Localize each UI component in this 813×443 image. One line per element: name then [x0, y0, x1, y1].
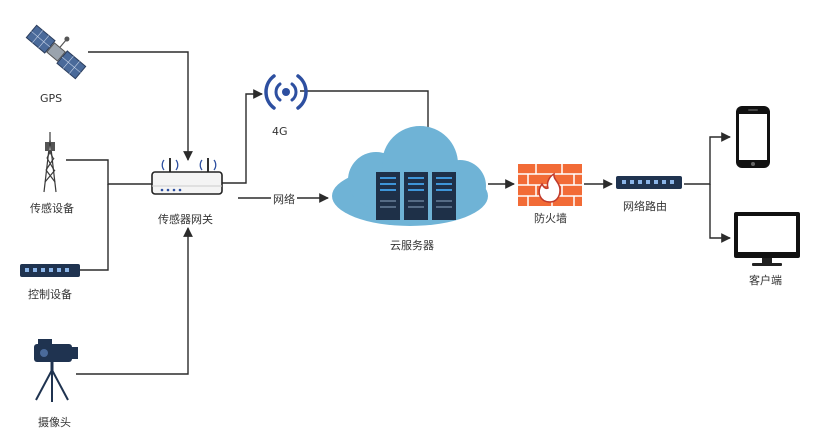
camera-icon	[34, 339, 78, 402]
connectors	[66, 51, 731, 375]
flame-icon	[538, 172, 561, 203]
connector-gps-gateway	[88, 51, 193, 161]
server-rack	[376, 172, 456, 220]
signal-icon	[264, 74, 308, 110]
label-gateway: 传感器网关	[158, 213, 213, 226]
label-router: 网络路由	[623, 200, 667, 213]
label-camera: 摄像头	[38, 416, 71, 429]
label-gps: GPS	[40, 92, 63, 105]
connector-control-gateway	[80, 184, 109, 271]
gateway-router-icon	[151, 158, 223, 195]
label-client: 客户端	[749, 274, 782, 287]
cloud-server-icon	[332, 126, 488, 226]
label-firewall: 防火墙	[534, 212, 567, 225]
monitor-icon	[734, 212, 800, 266]
tower-icon	[43, 132, 57, 193]
connector-router-phone	[684, 132, 731, 185]
switch-icon	[20, 264, 80, 277]
satellite-icon	[25, 24, 87, 80]
router-icon	[616, 176, 682, 189]
firewall-icon	[518, 164, 582, 206]
label-cloud-server: 云服务器	[390, 239, 434, 252]
connector-router-monitor	[709, 184, 731, 243]
label-network: 网络	[271, 191, 297, 207]
label-4g: 4G	[272, 125, 288, 138]
label-control-device: 控制设备	[28, 288, 72, 301]
connector-sensor-gateway	[66, 159, 152, 185]
connector-gateway-4g	[222, 89, 263, 184]
phone-icon	[736, 106, 770, 168]
connector-4g-cloud	[300, 90, 433, 139]
connector-camera-gateway	[76, 227, 193, 375]
label-sensor-device: 传感设备	[30, 202, 74, 215]
